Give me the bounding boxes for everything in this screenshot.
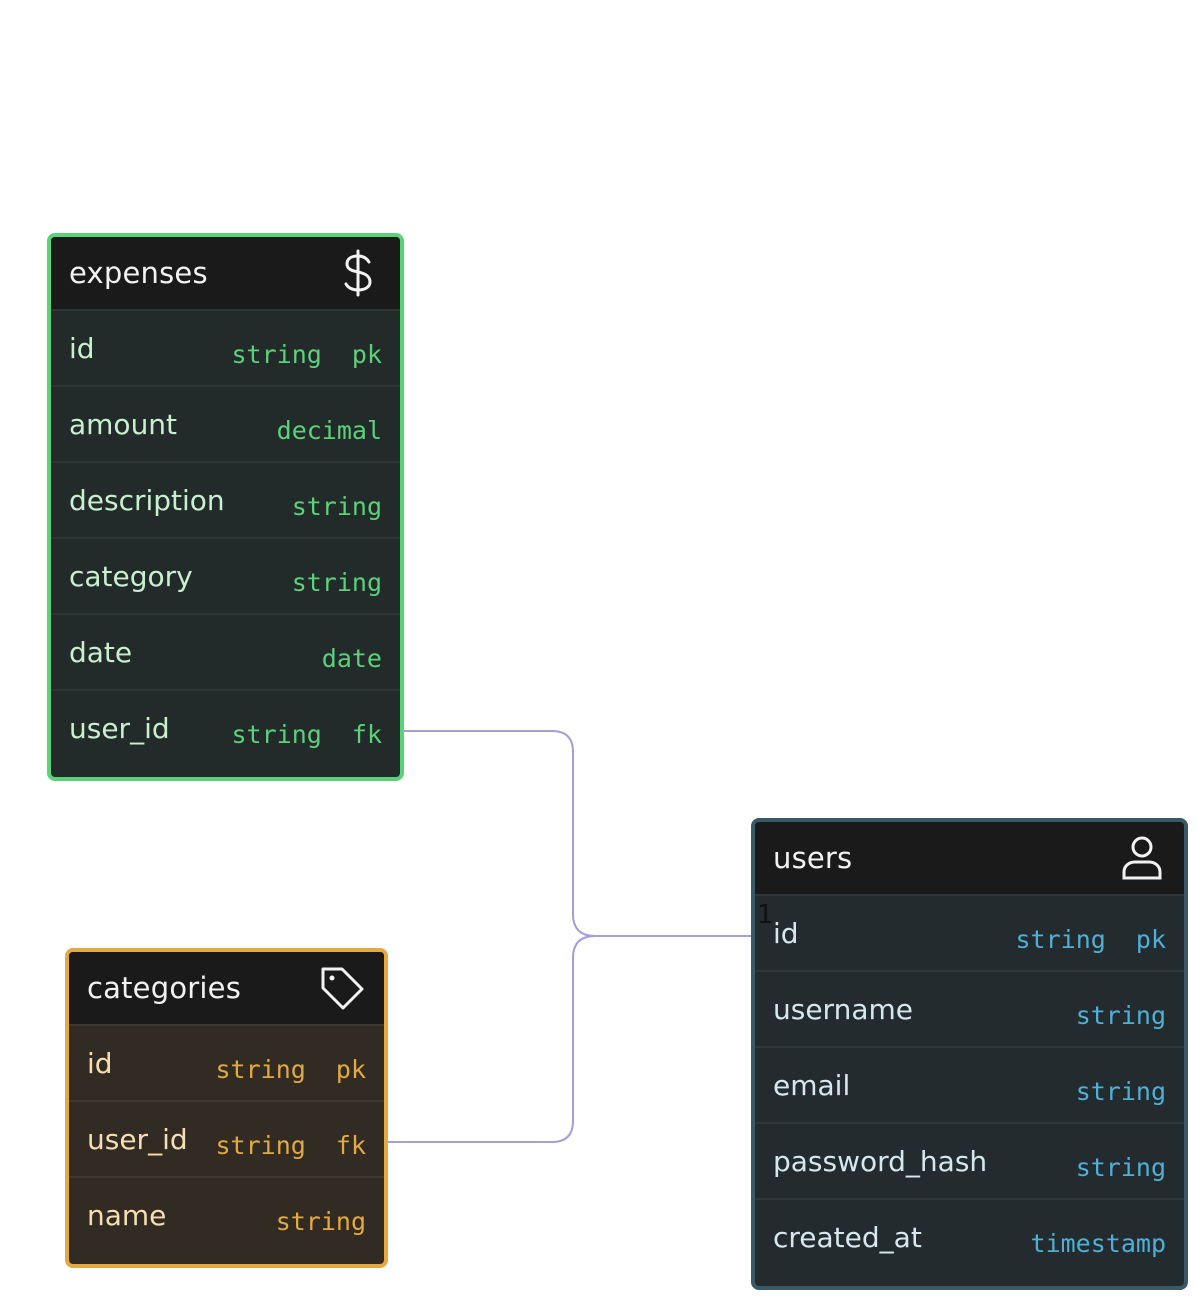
table-row[interactable]: email string xyxy=(755,1046,1184,1122)
field-type: string pk xyxy=(231,339,382,369)
dollar-icon xyxy=(334,249,382,297)
field-name: username xyxy=(773,992,913,1026)
table-title: categories xyxy=(87,971,242,1005)
table-row[interactable]: date date xyxy=(51,613,400,689)
table-row[interactable]: id string pk xyxy=(51,309,400,385)
table-title: users xyxy=(773,841,853,875)
field-name: amount xyxy=(69,407,178,441)
field-type: string xyxy=(275,1206,366,1236)
table-row[interactable]: created_at timestamp xyxy=(755,1198,1184,1274)
table-row[interactable]: password_hash string xyxy=(755,1122,1184,1198)
field-name: category xyxy=(69,559,193,593)
table-expenses[interactable]: expenses id string pk amount decimal descr… xyxy=(47,233,404,781)
field-name: created_at xyxy=(773,1220,922,1254)
edge-categories-to-users xyxy=(367,935,596,1143)
table-row[interactable]: description string xyxy=(51,461,400,537)
field-name: email xyxy=(773,1068,851,1102)
table-row[interactable]: username string xyxy=(755,970,1184,1046)
table-row[interactable]: id string pk xyxy=(69,1024,384,1100)
field-name: id xyxy=(773,916,799,950)
table-title: expenses xyxy=(69,256,208,290)
table-row[interactable]: user_id string fk xyxy=(69,1100,384,1176)
field-type: string xyxy=(291,491,382,521)
table-header[interactable]: users xyxy=(755,822,1184,894)
table-header[interactable]: categories xyxy=(69,952,384,1024)
table-users[interactable]: users id string pk username string email st… xyxy=(751,818,1188,1290)
field-type: decimal xyxy=(276,415,382,445)
user-icon xyxy=(1118,834,1166,882)
field-name: date xyxy=(69,635,133,669)
field-type: string pk xyxy=(1015,924,1166,954)
table-row[interactable]: amount decimal xyxy=(51,385,400,461)
table-row[interactable]: category string xyxy=(51,537,400,613)
field-name: user_id xyxy=(87,1122,188,1156)
cardinality-label: 1 xyxy=(757,900,774,930)
field-type: timestamp xyxy=(1030,1228,1166,1258)
table-row[interactable]: user_id string fk xyxy=(51,689,400,765)
field-name: description xyxy=(69,483,225,517)
field-type: string xyxy=(1075,1152,1166,1182)
field-type: string fk xyxy=(215,1130,366,1160)
field-type: string xyxy=(1075,1000,1166,1030)
field-type: string fk xyxy=(231,719,382,749)
table-row[interactable]: name string xyxy=(69,1176,384,1252)
field-name: id xyxy=(87,1046,113,1080)
table-row[interactable]: id string pk xyxy=(755,894,1184,970)
field-name: password_hash xyxy=(773,1144,988,1178)
field-name: id xyxy=(69,331,95,365)
field-type: string xyxy=(291,567,382,597)
field-name: name xyxy=(87,1198,167,1232)
table-header[interactable]: expenses xyxy=(51,237,400,309)
field-type: date xyxy=(321,643,382,673)
field-name: user_id xyxy=(69,711,170,745)
tag-icon xyxy=(318,964,366,1012)
edge-expenses-to-users xyxy=(383,730,766,937)
field-type: string xyxy=(1075,1076,1166,1106)
field-type: string pk xyxy=(215,1054,366,1084)
